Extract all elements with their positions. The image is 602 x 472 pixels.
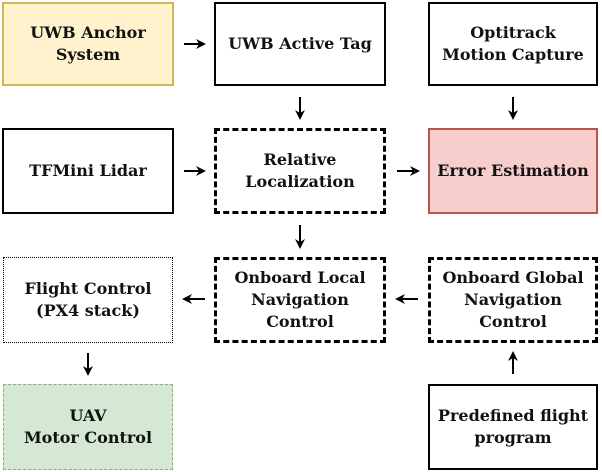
onboard-global-navigation-label: Onboard Global Navigation Control bbox=[442, 268, 584, 331]
flight-control-box: Flight Control (PX4 stack) bbox=[3, 257, 173, 343]
uwb-anchor-system-box: UWB Anchor System bbox=[2, 2, 174, 86]
onboard-local-navigation-box: Onboard Local Navigation Control bbox=[214, 257, 386, 343]
predefined-flight-program-label: Predefined flight program bbox=[437, 406, 589, 447]
tfmini-lidar-label: TFMini Lidar bbox=[29, 161, 147, 180]
predefined-flight-program-box: Predefined flight program bbox=[428, 384, 598, 470]
optitrack-label: Optitrack Motion Capture bbox=[442, 23, 584, 64]
uav-motor-control-label: UAV Motor Control bbox=[23, 406, 153, 447]
error-estimation-label: Error Estimation bbox=[437, 161, 589, 180]
uwb-anchor-system-label: UWB Anchor System bbox=[30, 23, 146, 64]
flight-control-label: Flight Control (PX4 stack) bbox=[24, 279, 152, 320]
uwb-active-tag-label: UWB Active Tag bbox=[228, 34, 372, 53]
relative-localization-box: Relative Localization bbox=[214, 128, 386, 214]
relative-localization-label: Relative Localization bbox=[245, 150, 355, 191]
onboard-local-navigation-label: Onboard Local Navigation Control bbox=[234, 268, 366, 331]
uwb-active-tag-box: UWB Active Tag bbox=[214, 2, 386, 86]
uav-motor-control-box: UAV Motor Control bbox=[3, 384, 173, 470]
optitrack-box: Optitrack Motion Capture bbox=[428, 2, 598, 86]
error-estimation-box: Error Estimation bbox=[428, 128, 598, 214]
tfmini-lidar-box: TFMini Lidar bbox=[2, 128, 174, 214]
onboard-global-navigation-box: Onboard Global Navigation Control bbox=[428, 257, 598, 343]
